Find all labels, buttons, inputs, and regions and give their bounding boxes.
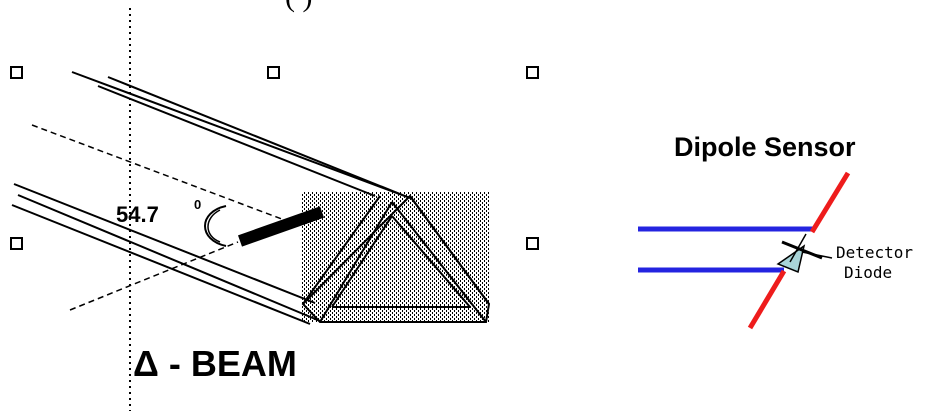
prism-facet-left-1 bbox=[302, 195, 381, 305]
dashed-axis-lower bbox=[69, 241, 239, 311]
beam-lower-edge-2 bbox=[17, 194, 321, 322]
diode-lead bbox=[789, 233, 807, 263]
selection-handle-top-right[interactable] bbox=[526, 66, 539, 79]
beam-upper-edge-2 bbox=[107, 76, 411, 199]
dipole-title: Dipole Sensor bbox=[674, 132, 856, 162]
selection-handle-top-middle[interactable] bbox=[267, 66, 280, 79]
angle-label: 54.7 bbox=[116, 202, 159, 227]
delta-beam-diagram: 54.7 0 Δ - BEAM bbox=[11, 71, 491, 384]
selection-handles[interactable] bbox=[10, 66, 539, 250]
beam-caption: Δ - BEAM bbox=[133, 343, 297, 384]
beam-upper-edge-3 bbox=[97, 85, 376, 197]
dipole-arm-upper bbox=[809, 171, 851, 234]
beam-lower-edge-1 bbox=[13, 183, 316, 304]
dipole-arm-lower bbox=[747, 269, 787, 330]
degree-mark: 0 bbox=[194, 197, 201, 212]
top-fragment: ( ) bbox=[285, 0, 312, 13]
angle-arc bbox=[204, 205, 227, 247]
prism-inner-right bbox=[391, 215, 471, 308]
prism-facet-right-1 bbox=[391, 201, 487, 323]
detector-label-line2: Diode bbox=[844, 263, 892, 282]
prism-inner-left bbox=[331, 215, 393, 308]
beam-lower-edge-3 bbox=[11, 204, 311, 325]
dipole-sensor-diagram: Dipole Sensor Detector Diode bbox=[638, 132, 913, 330]
angle-arc-inner bbox=[207, 209, 221, 243]
probe-rod bbox=[237, 206, 325, 247]
selection-handle-top-left[interactable] bbox=[10, 66, 23, 79]
beam-upper-edge-1 bbox=[71, 71, 411, 199]
selection-handle-middle-left[interactable] bbox=[10, 237, 23, 250]
detector-label-line1: Detector bbox=[836, 243, 913, 262]
prism-facet-left-2 bbox=[319, 201, 393, 323]
dashed-axis-upper bbox=[31, 124, 296, 225]
prism-facet-right-2 bbox=[409, 195, 490, 305]
selection-handle-middle-right[interactable] bbox=[526, 237, 539, 250]
diode-leader-line bbox=[801, 251, 833, 259]
